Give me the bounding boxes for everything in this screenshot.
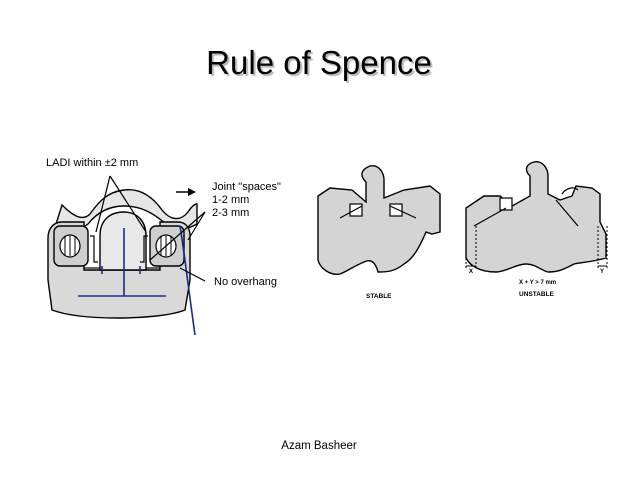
x-label: X	[469, 269, 473, 275]
joint-range-1: 1-2 mm	[212, 194, 249, 206]
stable-caption: STABLE	[366, 293, 392, 300]
unstable-caption: UNSTABLE	[519, 291, 555, 298]
slide-footer: Azam Basheer	[281, 440, 357, 452]
slide-title: Rule of Spence	[206, 44, 432, 81]
no-overhang-label: No overhang	[214, 276, 277, 288]
stable-axis	[317, 165, 441, 275]
annotation-pointers	[95, 175, 206, 282]
instability-formula: X + Y > 7 mm	[519, 280, 556, 286]
joint-spaces-label: Joint "spaces"	[212, 181, 281, 193]
joint-range-2: 2-3 mm	[212, 207, 249, 219]
right-arrow-icon	[176, 188, 196, 196]
atlas-arch	[55, 189, 198, 230]
y-label: Y	[600, 269, 604, 275]
ladi-label: LADI within ±2 mm	[46, 157, 138, 169]
unstable-axis	[465, 161, 607, 273]
